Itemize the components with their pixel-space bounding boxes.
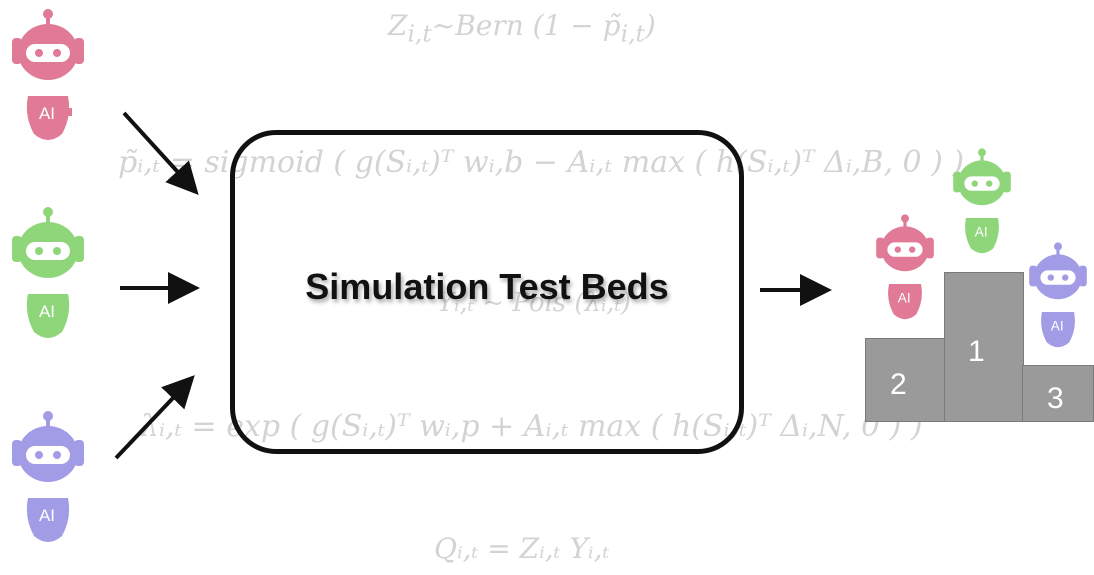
- podium-label-3: 3: [1047, 382, 1064, 415]
- simulation-box-label: Simulation Test Beds: [305, 266, 669, 307]
- arrow-bottom-in: [114, 375, 195, 460]
- robot-badge: AI: [898, 290, 911, 305]
- simulation-box: [230, 130, 744, 454]
- podium-first: [944, 272, 1024, 422]
- robot-icon-purple: AI: [6, 408, 90, 548]
- robot-badge: AI: [1051, 318, 1064, 333]
- equation-q: Qᵢ,ₜ = Zᵢ,ₜ Yᵢ,ₜ: [434, 532, 610, 565]
- robot-badge: AI: [39, 506, 55, 525]
- podium-label-2: 2: [890, 368, 907, 401]
- podium-label-1: 1: [968, 335, 985, 368]
- equation-z: Zi,t~Bern (1 − p̃i,t): [388, 9, 656, 48]
- podium-third: [1022, 365, 1094, 422]
- robot-icon-pink: AI: [6, 6, 90, 146]
- robot-badge: AI: [39, 104, 55, 123]
- podium-second: [865, 338, 945, 422]
- second-robot-pink-icon: AI: [871, 212, 939, 324]
- third-robot-purple-icon: AI: [1024, 240, 1092, 352]
- robot-icon-green: AI: [6, 204, 90, 344]
- arrow-top-in: [122, 111, 199, 195]
- winner-robot-green-icon: AI: [948, 146, 1016, 258]
- robot-badge: AI: [975, 224, 988, 239]
- robot-badge: AI: [39, 302, 55, 321]
- equation-y: Yᵢ,ₜ ~ Pois (λᵢ,ₜ): [437, 288, 632, 318]
